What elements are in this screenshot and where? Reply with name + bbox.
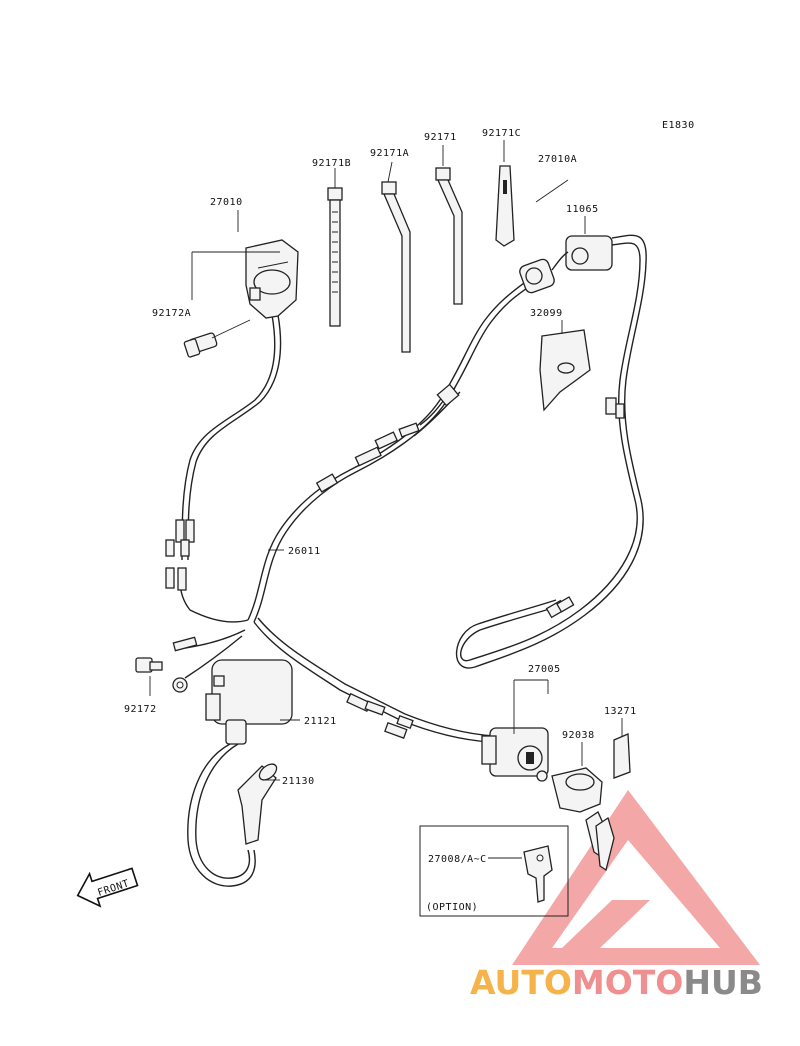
ignition-coil-21121 bbox=[187, 659, 293, 887]
part-label-32099: 32099 bbox=[530, 308, 563, 319]
cable-tie-92171 bbox=[435, 167, 463, 305]
switch-11065 bbox=[519, 235, 613, 294]
front-arrow-icon bbox=[76, 867, 139, 908]
part-label-27005: 27005 bbox=[528, 664, 561, 675]
watermark-hub: HUB bbox=[683, 963, 763, 1002]
part-label-13271: 13271 bbox=[604, 706, 637, 717]
watermark-logo: AUTOMOTOHUB bbox=[470, 963, 763, 1002]
svg-text:AUTOMOTOHUB: AUTOMOTOHUB bbox=[470, 963, 763, 1002]
part-label-21130: 21130 bbox=[282, 776, 315, 787]
cap-13271 bbox=[613, 733, 631, 779]
part-label-11065: 11065 bbox=[566, 204, 599, 215]
cable-tie-92171C bbox=[495, 165, 515, 247]
part-label-21121: 21121 bbox=[304, 716, 337, 727]
cable-tie-92171B bbox=[327, 187, 343, 327]
cable-tie-92171A bbox=[381, 181, 411, 353]
part-labels: E1830 27010 92172A 92171B 92171A 92171 9… bbox=[96, 120, 694, 913]
part-label-92171: 92171 bbox=[424, 132, 457, 143]
part-label-27008: 27008/A~C bbox=[428, 854, 487, 865]
watermark-moto: MOTO bbox=[572, 963, 683, 1002]
main-harness bbox=[179, 234, 647, 743]
option-caption: (OPTION) bbox=[426, 902, 478, 913]
part-label-92172A: 92172A bbox=[152, 308, 191, 319]
terminal-connectors bbox=[165, 519, 198, 693]
key-pair bbox=[585, 811, 615, 872]
part-label-26011: 26011 bbox=[288, 546, 321, 557]
part-label-92038: 92038 bbox=[562, 730, 595, 741]
diagram-code: E1830 bbox=[662, 120, 695, 131]
watermark-auto: AUTO bbox=[470, 963, 572, 1002]
part-label-92172: 92172 bbox=[124, 704, 157, 715]
clamp-27010 bbox=[245, 239, 299, 319]
part-label-92171C: 92171C bbox=[482, 128, 521, 139]
bolt-92172A bbox=[183, 332, 218, 358]
part-label-92171B: 92171B bbox=[312, 158, 351, 169]
part-label-27010: 27010 bbox=[210, 197, 243, 208]
ignition-switch-27005 bbox=[481, 727, 549, 782]
switch-cover-92038 bbox=[551, 767, 603, 813]
watermark-triangle-icon bbox=[512, 790, 760, 965]
spark-plug-cap-21130 bbox=[237, 763, 278, 845]
tool-bag-32099 bbox=[539, 329, 591, 412]
option-key-box bbox=[419, 825, 569, 917]
part-label-92171A: 92171A bbox=[370, 148, 409, 159]
leader-lines bbox=[149, 140, 623, 859]
part-label-27010A: 27010A bbox=[538, 154, 577, 165]
bolt-92172 bbox=[135, 657, 163, 673]
